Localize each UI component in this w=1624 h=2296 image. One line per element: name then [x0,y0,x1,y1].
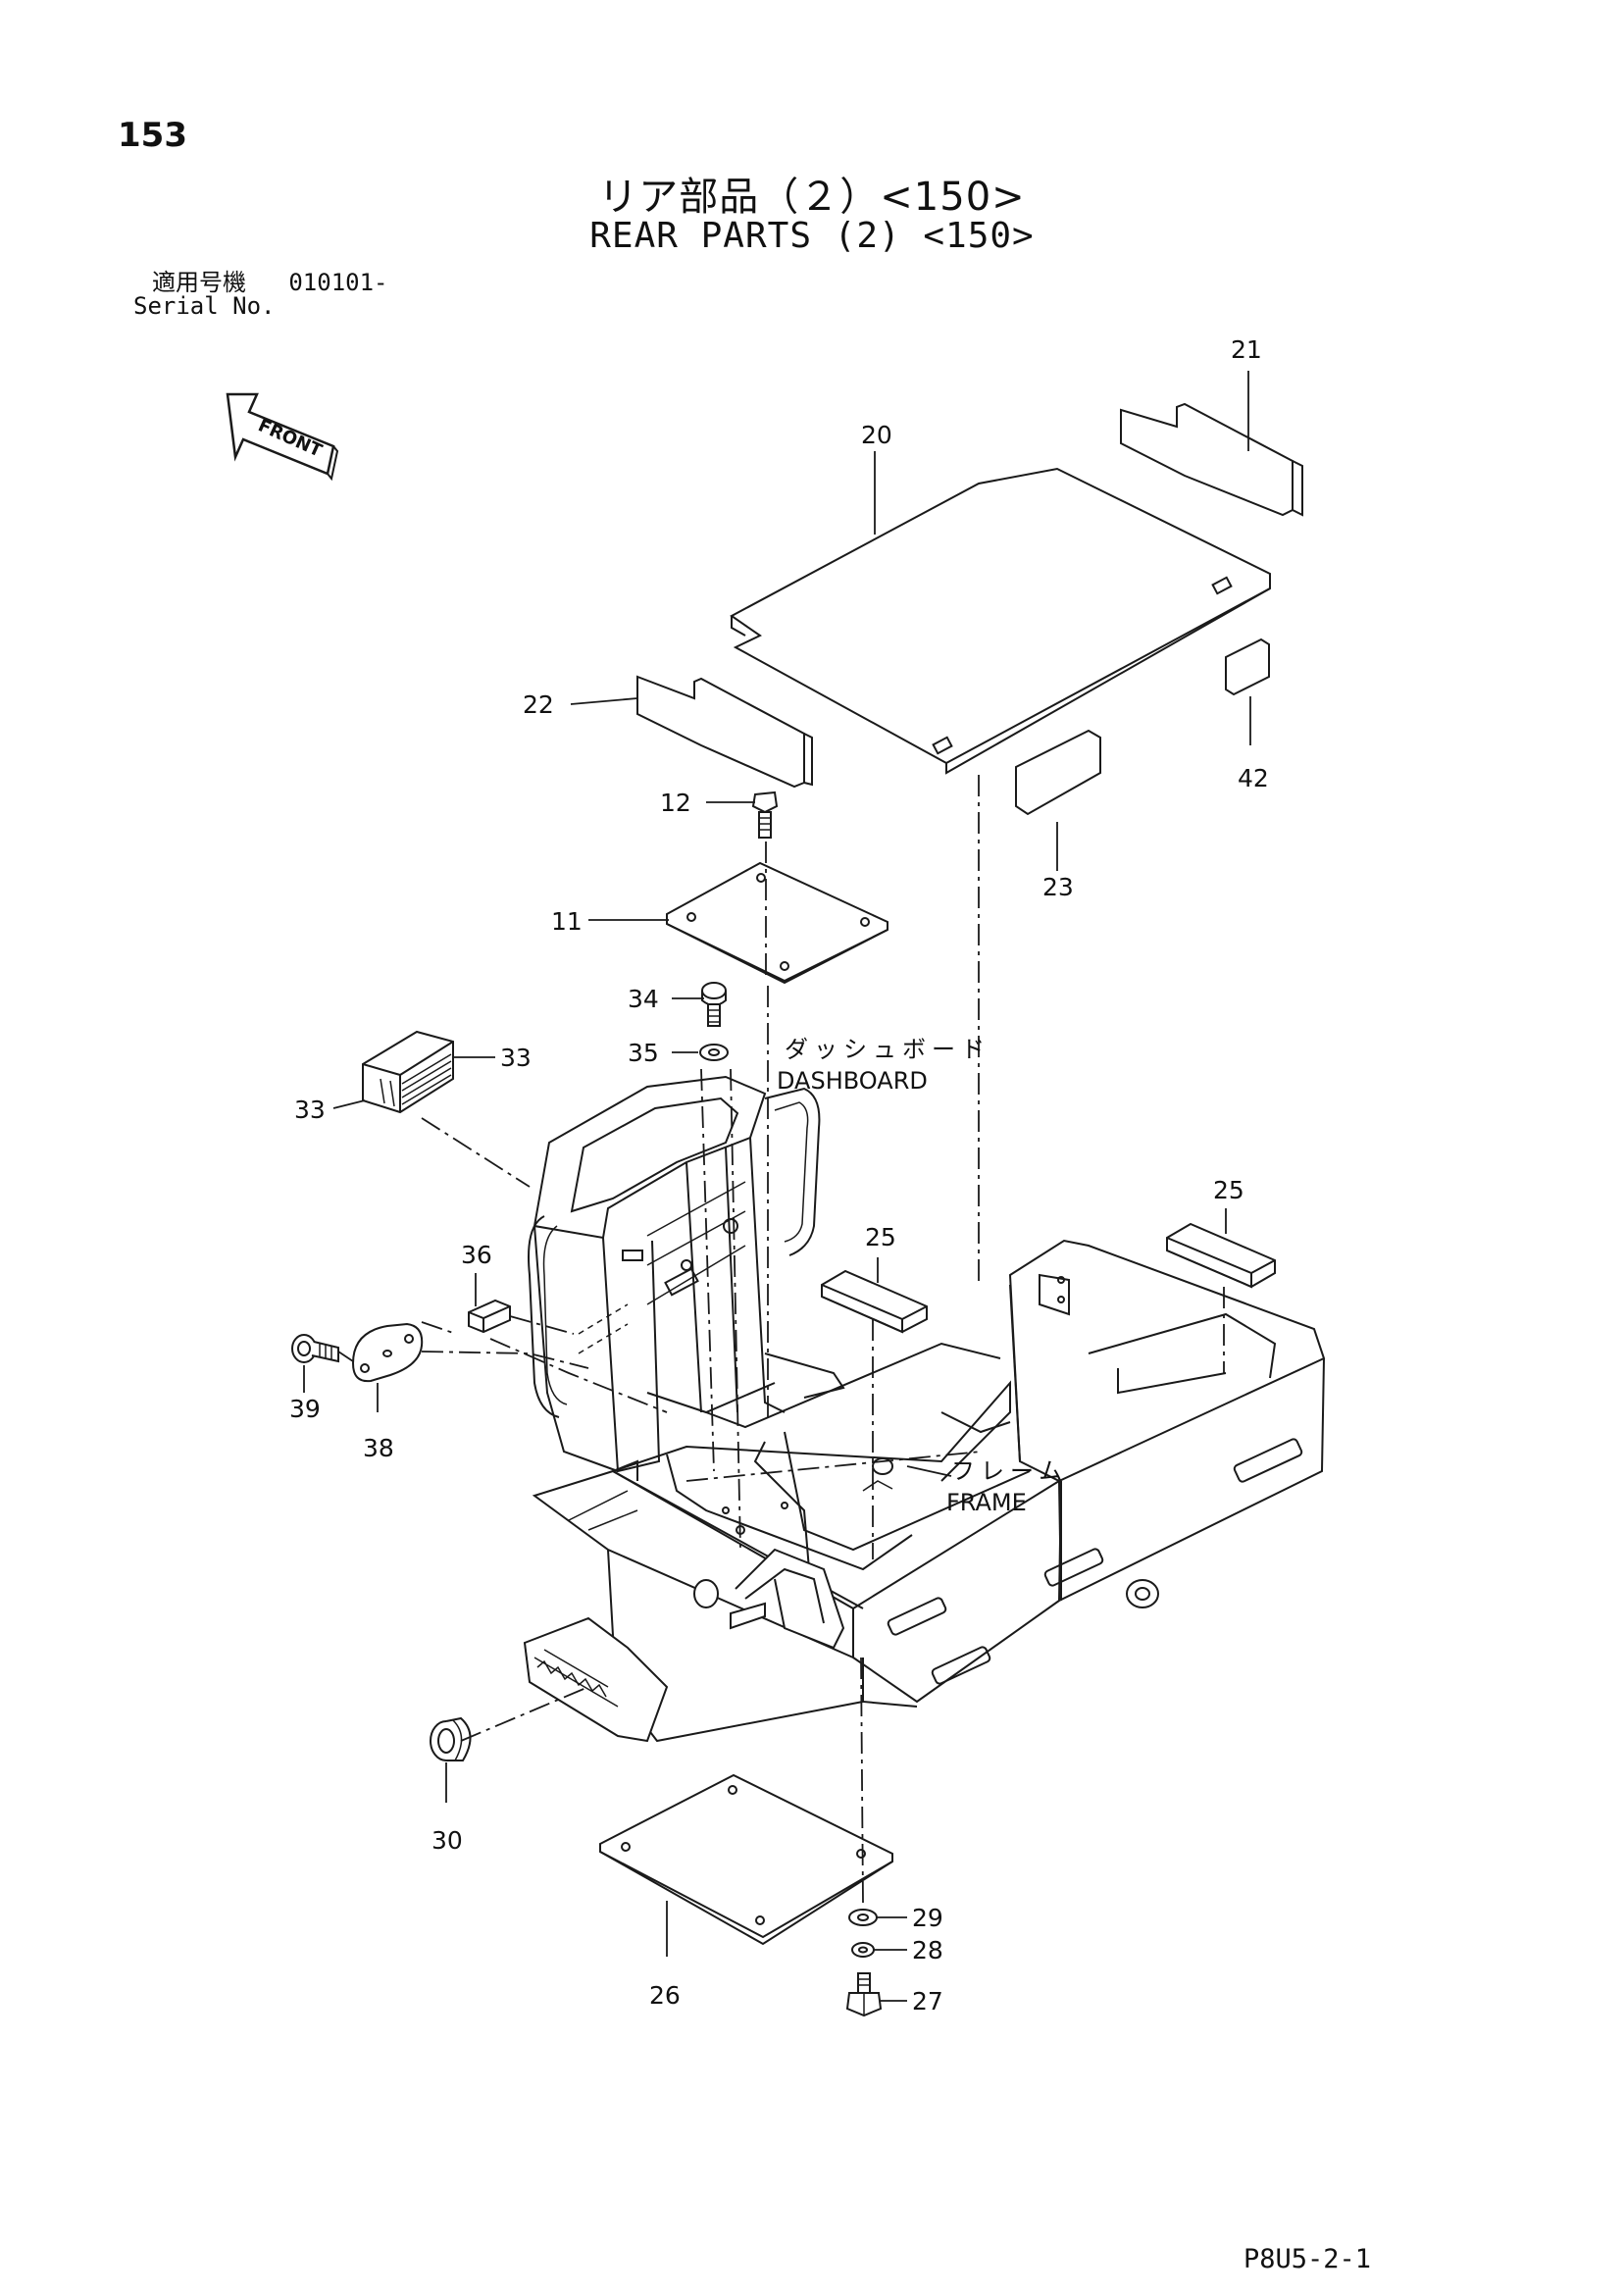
front-arrow-icon: FRONT [226,392,339,482]
part-21-pad [1120,402,1303,517]
callout-27: 27 [912,1987,943,2015]
frame-label-english: FRAME [946,1489,1027,1516]
callout-22: 22 [523,690,554,719]
part-12-bolt [751,791,779,839]
callout-29: 29 [912,1904,943,1932]
dashboard-label-japanese: ダッシュボード [785,1036,990,1063]
callout-11: 11 [551,907,583,936]
part-20-floor-mat [730,467,1271,775]
serial-label-english: Serial No. [133,292,276,320]
callout-26: 26 [649,1981,681,2010]
part-38-plate [351,1322,424,1383]
callout-34: 34 [628,985,659,1013]
title-japanese: リア部品（２）<150> [598,175,1026,220]
callout-35: 35 [628,1039,659,1067]
part-26-plate [599,1773,893,1946]
part-36-block [468,1299,511,1334]
title-english: REAR PARTS (2) <150> [589,216,1035,256]
part-28-lockwasher [851,1942,875,1958]
callout-28: 28 [912,1936,943,1964]
leader-lines [303,371,1251,2002]
part-35-washer [699,1044,729,1061]
serial-line: 適用号機 010101- [152,263,388,297]
assembly-guide-lines [337,775,1225,1904]
callout-25-right: 25 [1213,1176,1244,1204]
part-11-plate [666,861,888,985]
serial-label-japanese: 適用号機 [152,269,246,296]
callout-42: 42 [1238,764,1269,792]
part-33-block [362,1030,454,1114]
part-27-bolt [845,1972,883,2017]
frame-label-japanese: フレーム [951,1457,1068,1485]
dashboard-label-english: DASHBOARD [777,1067,928,1095]
part-25-pad-left [821,1269,928,1334]
serial-value: 010101- [288,269,388,296]
callout-25-left: 25 [865,1223,896,1251]
callout-39: 39 [289,1395,321,1423]
callout-numbers: 20 21 22 12 11 23 42 34 35 33 33 25 25 3… [289,335,1269,2015]
part-39-bolt [291,1334,339,1363]
part-29-washer [848,1909,878,1926]
callout-33-left: 33 [294,1096,326,1124]
dashboard-assembly [528,1075,845,1473]
part-23-pad [1015,729,1101,816]
page-number: 153 [118,116,187,155]
callout-36: 36 [461,1241,492,1269]
callout-38: 38 [363,1434,394,1462]
callout-33-right: 33 [500,1044,532,1072]
callout-30: 30 [431,1826,463,1855]
part-22-pad [636,675,813,789]
assembly-labels: ダッシュボード DASHBOARD フレーム FRAME [777,1036,1068,1516]
part-42-pad [1225,638,1270,696]
callout-20: 20 [861,421,892,449]
frame-assembly [523,1239,1326,1743]
callout-23: 23 [1042,873,1074,901]
part-25-pad-right [1166,1222,1276,1289]
drawing-code: P8U5-2-1 [1243,2244,1372,2274]
callout-21: 21 [1231,335,1262,364]
part-34-bolt [701,982,727,1027]
callout-12: 12 [660,789,691,817]
